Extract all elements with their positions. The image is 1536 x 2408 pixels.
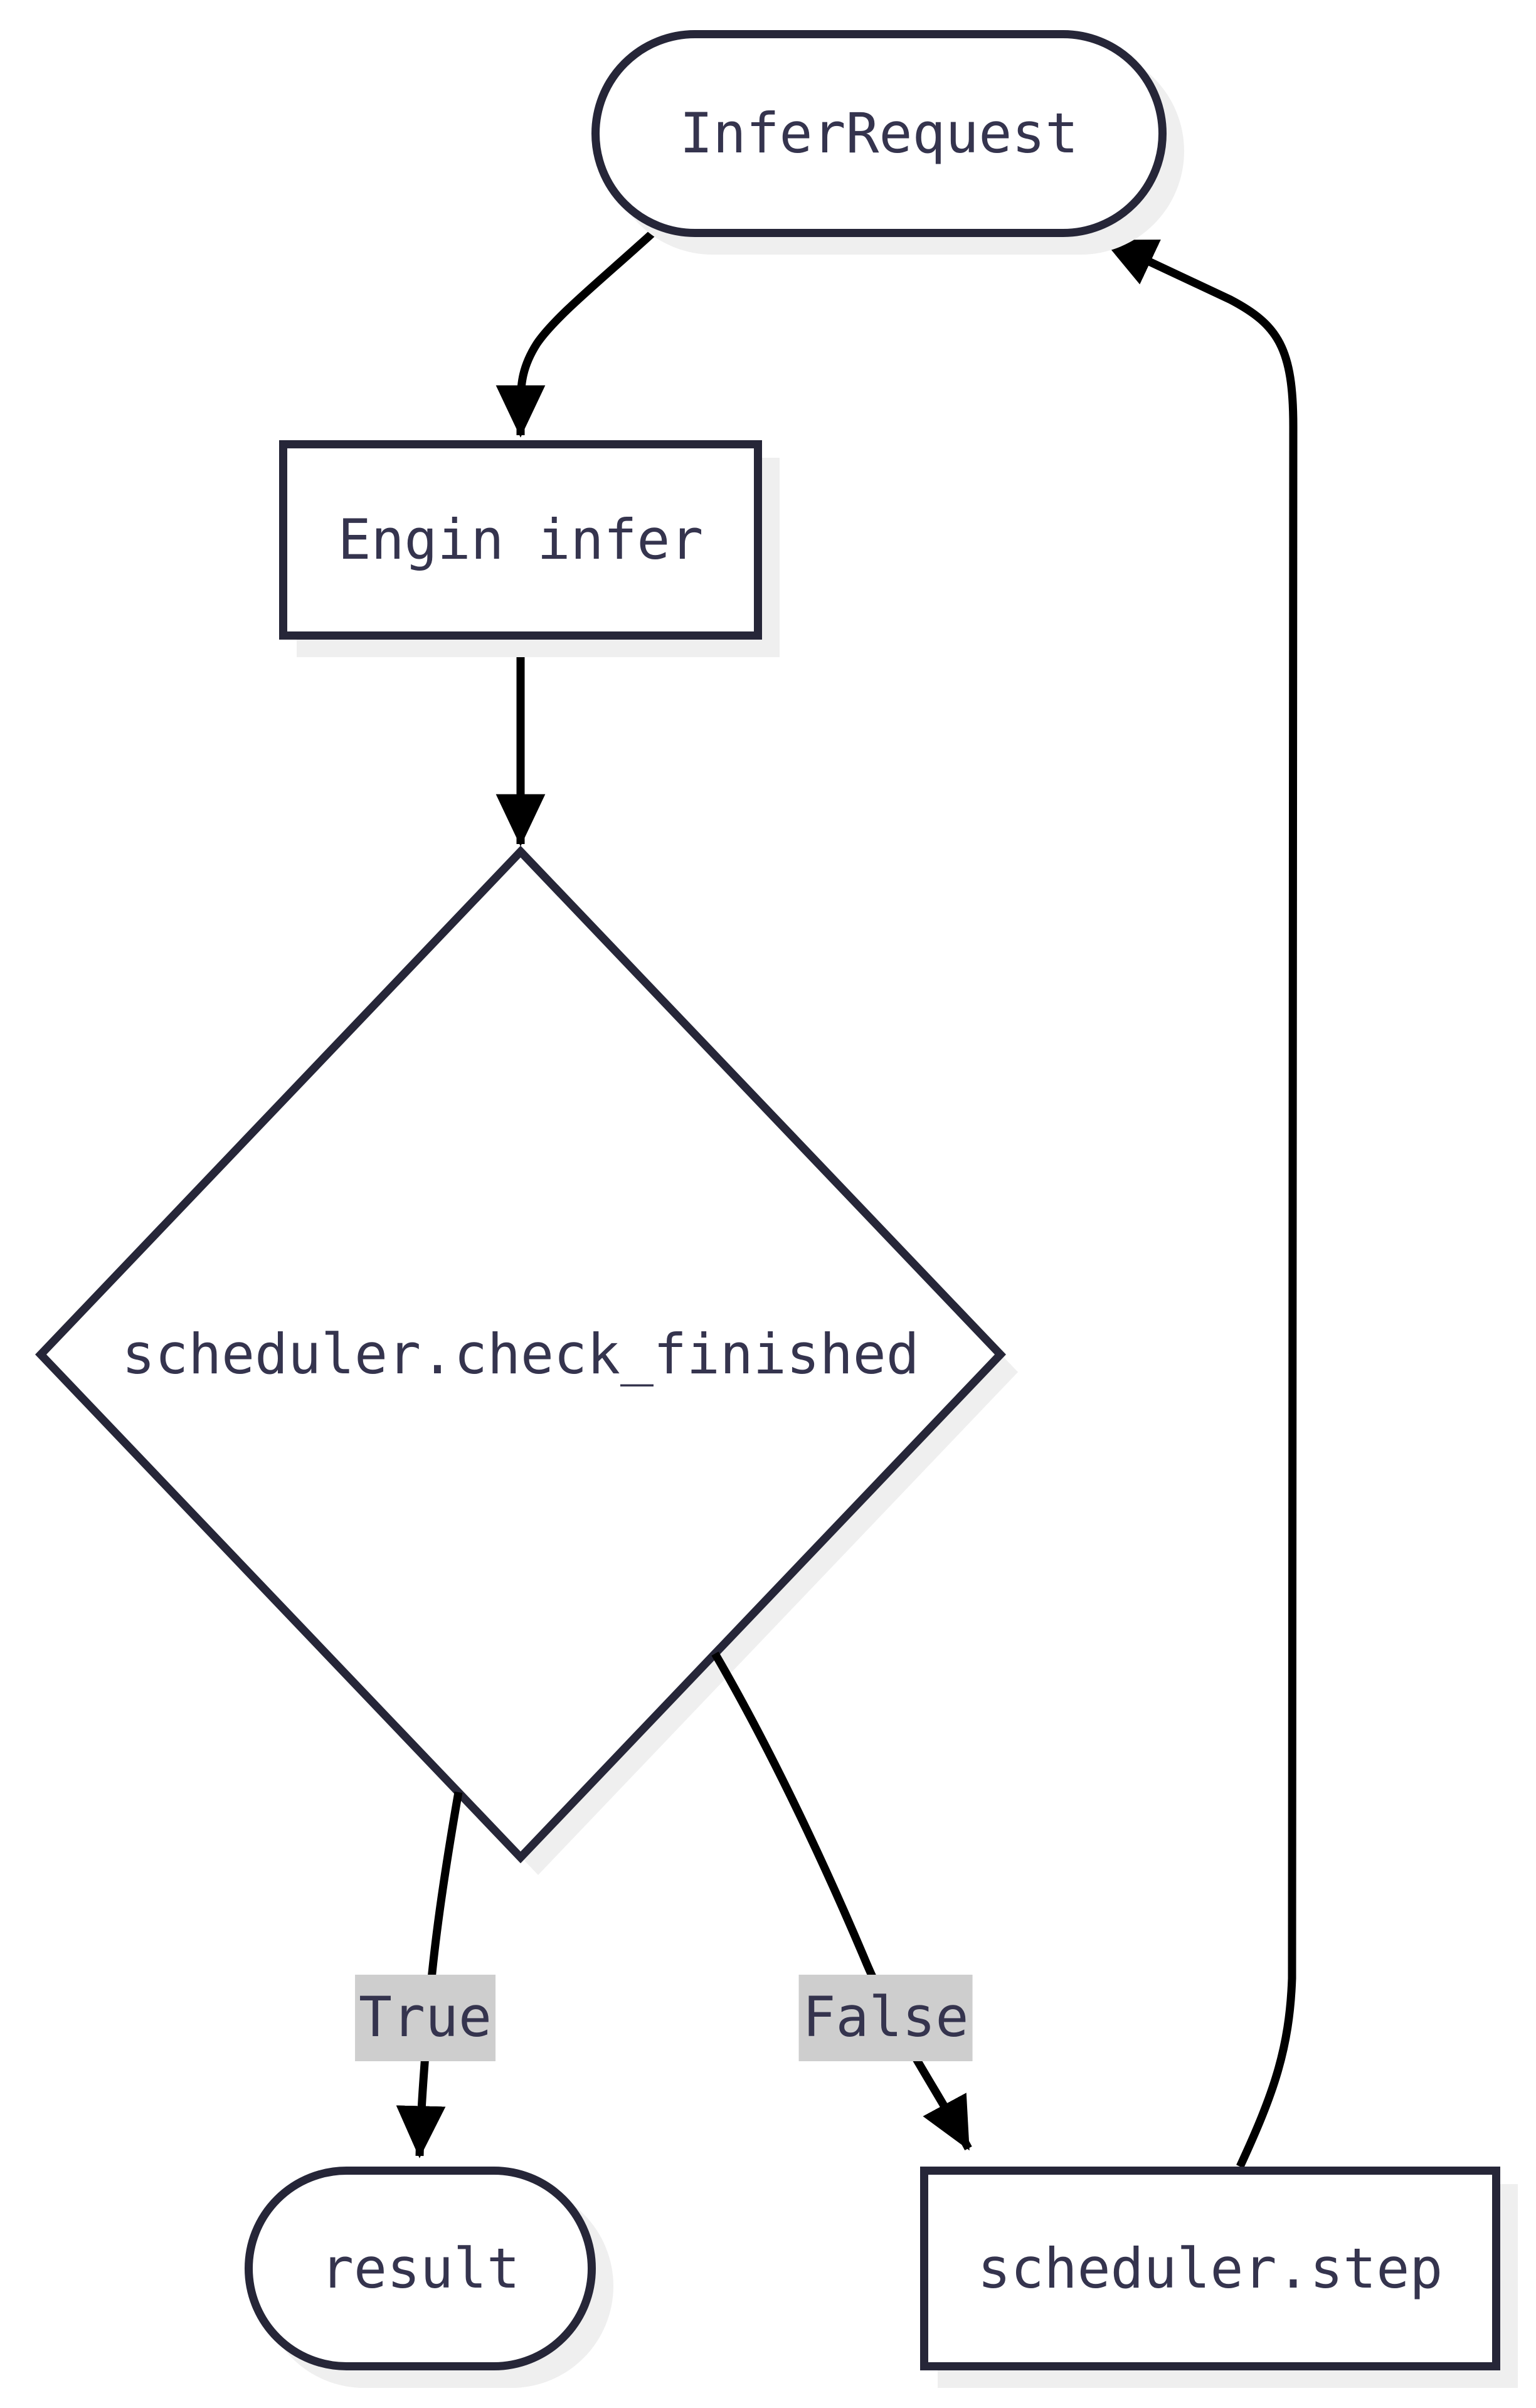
- node-engininfer: Engin infer: [279, 440, 762, 640]
- node-engininfer-label: Engin infer: [337, 507, 704, 572]
- node-result-label: result: [320, 2236, 520, 2301]
- edge-schedulerstep-to-inferrequest: [1103, 237, 1298, 2168]
- edge-label-false: False: [798, 1975, 973, 2061]
- node-inferrequest-label: InferRequest: [679, 101, 1079, 166]
- edge-checkfinished-to-schedulerstep: [711, 1651, 972, 2151]
- edge-label-true: True: [355, 1975, 495, 2061]
- node-result: result: [245, 2167, 596, 2370]
- edge-checkfinished-to-result: [396, 1791, 463, 2158]
- edge-inferrequest-to-engininfer: [495, 230, 655, 438]
- node-inferrequest: InferRequest: [591, 30, 1167, 237]
- node-schedulerstep-label: scheduler.step: [977, 2236, 1443, 2301]
- node-checkfinished-label: scheduler.check_finished: [122, 1322, 919, 1386]
- decision-node-shape: [35, 845, 1006, 1864]
- node-schedulerstep: scheduler.step: [920, 2167, 1500, 2370]
